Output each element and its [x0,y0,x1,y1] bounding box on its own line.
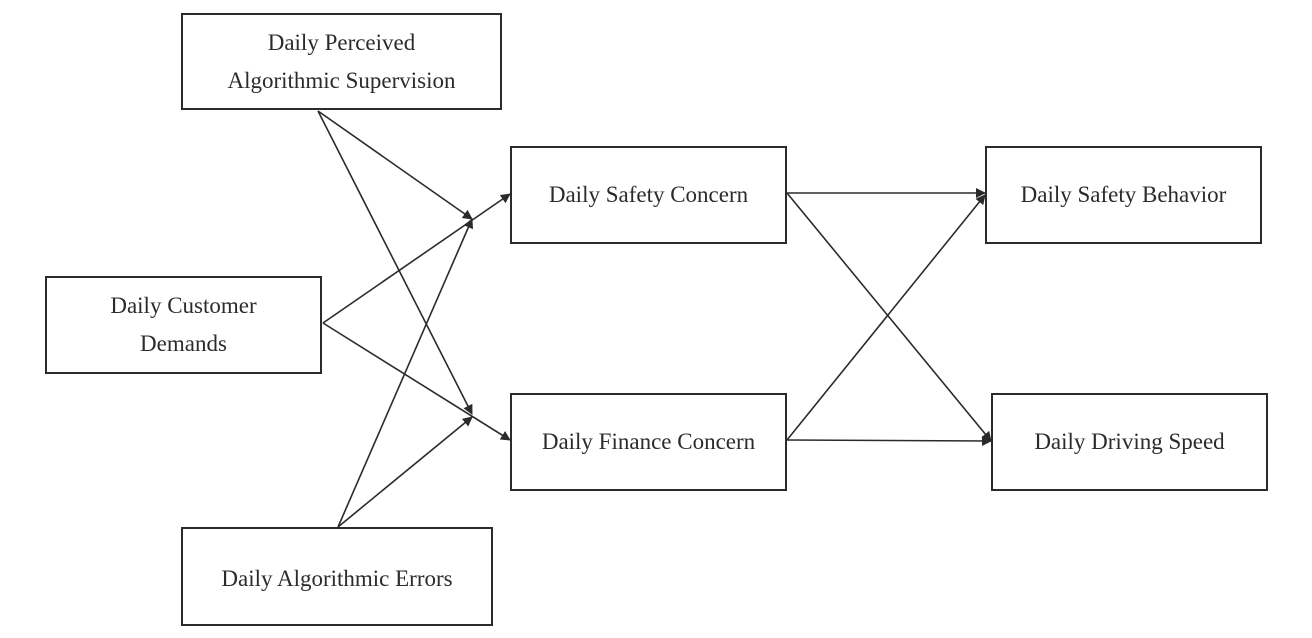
node-perceived-algorithmic-supervision: Daily Perceived Algorithmic Supervision [181,13,502,110]
node-label-line: Daily Customer [110,293,257,318]
node-label-line: Daily Algorithmic Errors [221,565,453,591]
arrow-supervision-to-finance [317,110,473,415]
node-label-line: Daily Safety Concern [548,182,749,207]
arrow-finance-to-behavior [786,194,986,441]
arrow-errors-to-safety [337,218,473,528]
arrow-errors-to-finance [337,416,473,528]
node-safety-behavior: Daily Safety Behavior [985,146,1262,244]
node-label-line: Daily Finance Concern [541,429,756,454]
node-label-line: Daily Safety Behavior [1020,182,1227,207]
node-label-line: Algorithmic Supervision [227,67,456,93]
arrow-finance-to-speed [786,435,992,446]
node-label-line: Daily Driving Speed [1034,429,1225,454]
node-label-line: Demands [140,331,227,356]
node-label-line: Daily Perceived [267,29,416,55]
node-safety-concern: Daily Safety Concern [510,146,787,244]
node-finance-concern: Daily Finance Concern [510,393,787,491]
node-customer-demands: Daily Customer Demands [45,276,322,374]
node-driving-speed: Daily Driving Speed [991,393,1268,491]
arrow-supervision-to-safety [317,110,473,220]
arrow-customer-to-finance [322,322,511,441]
arrow-safety-to-speed [786,192,992,442]
arrow-customer-to-safety [322,193,511,324]
node-algorithmic-errors: Daily Algorithmic Errors [181,527,493,626]
